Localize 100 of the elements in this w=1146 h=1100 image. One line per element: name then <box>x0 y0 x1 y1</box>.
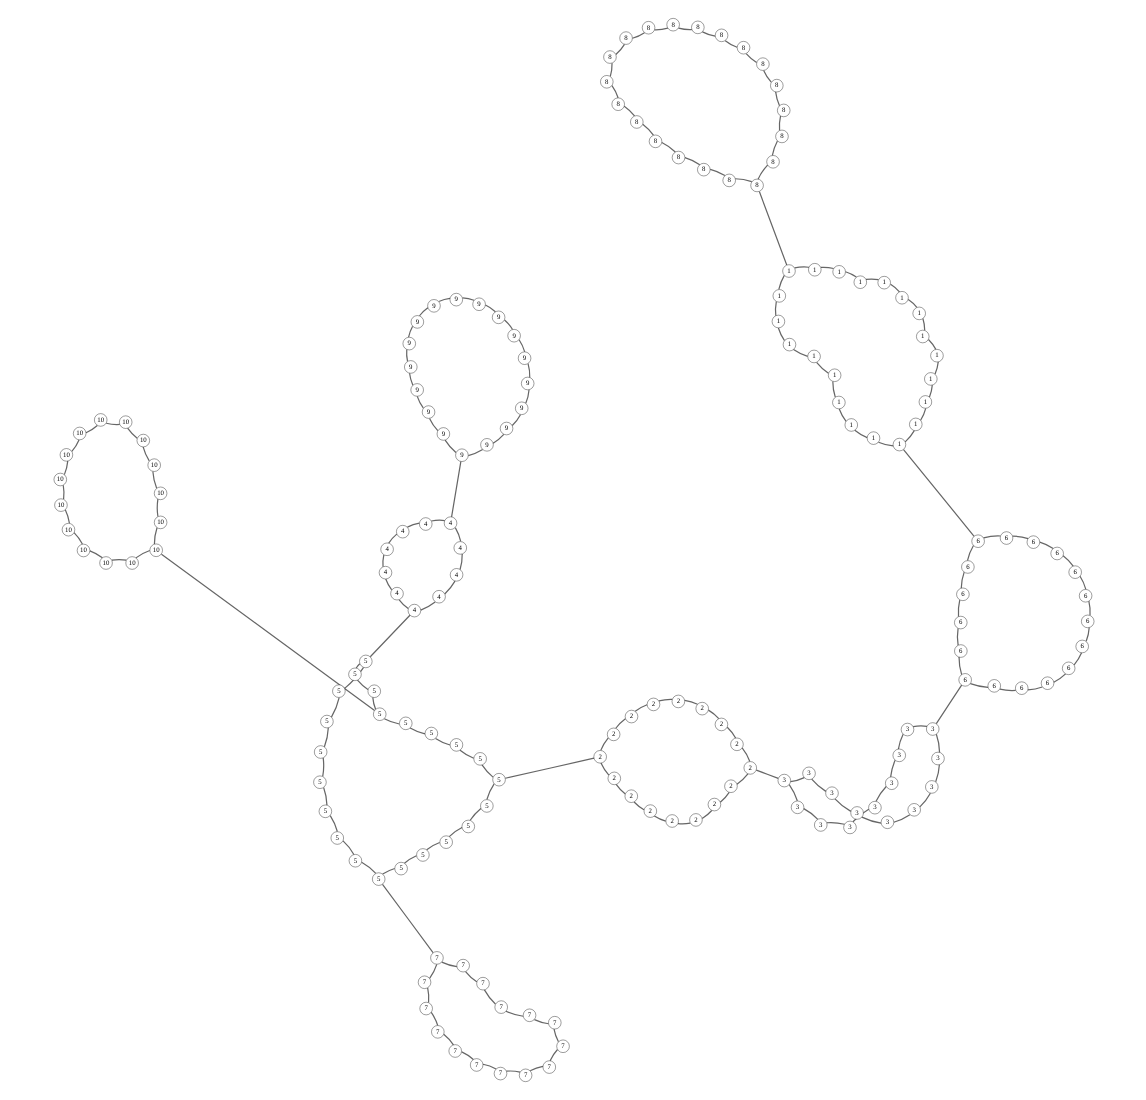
connector <box>408 727 425 735</box>
connector <box>481 1063 496 1070</box>
connector <box>683 699 698 705</box>
connector <box>417 307 428 317</box>
connector <box>384 578 392 591</box>
connector <box>328 815 337 833</box>
connector <box>447 826 462 838</box>
connector <box>1026 686 1042 691</box>
connector <box>810 778 826 792</box>
connector <box>959 571 964 589</box>
connector <box>708 168 725 177</box>
connector <box>61 484 64 500</box>
connector <box>762 69 771 83</box>
connector <box>968 683 988 688</box>
connector <box>630 32 645 39</box>
connector <box>503 757 594 779</box>
connector <box>788 777 804 783</box>
connector <box>802 808 818 820</box>
connector <box>652 815 666 822</box>
connector <box>876 441 893 447</box>
connector <box>532 1019 549 1025</box>
connector <box>482 989 495 1005</box>
connector <box>468 807 481 821</box>
connector <box>360 861 376 874</box>
connector <box>425 841 440 851</box>
connector <box>754 769 778 779</box>
connector <box>683 157 700 166</box>
connector <box>504 1010 523 1017</box>
connector <box>491 433 504 444</box>
connector <box>965 544 974 562</box>
connector <box>548 1048 558 1062</box>
connector <box>956 599 960 618</box>
connector <box>599 737 608 751</box>
connector <box>723 40 737 48</box>
connector <box>792 266 809 269</box>
connector <box>725 726 736 739</box>
connector <box>84 424 97 434</box>
connector <box>733 178 752 183</box>
connector <box>776 327 785 342</box>
connector <box>610 85 618 99</box>
connector <box>981 535 1001 539</box>
connector <box>72 532 82 545</box>
connector <box>1011 535 1028 540</box>
connector <box>453 527 461 542</box>
connector <box>458 749 474 759</box>
connector <box>889 759 895 778</box>
connector <box>614 718 625 729</box>
connector <box>524 389 529 404</box>
connector <box>429 1011 438 1027</box>
connector <box>926 338 936 350</box>
connector <box>466 448 483 457</box>
connector <box>70 439 79 453</box>
connector <box>427 417 438 432</box>
connector <box>1078 575 1086 591</box>
connector <box>322 727 328 748</box>
connector <box>700 31 715 37</box>
connector <box>918 792 930 808</box>
connector <box>458 553 462 571</box>
connector <box>463 970 477 983</box>
connector <box>443 580 455 595</box>
connector <box>831 380 835 398</box>
connector <box>851 808 869 823</box>
connector <box>382 718 399 725</box>
connector <box>485 783 494 801</box>
connector <box>461 297 474 301</box>
connector <box>159 553 375 712</box>
connector <box>906 298 917 308</box>
connector <box>510 414 521 427</box>
connector <box>833 798 851 812</box>
connector <box>896 733 903 750</box>
connector <box>825 822 845 825</box>
connector <box>843 271 856 278</box>
connector <box>933 361 938 375</box>
connector <box>934 684 962 725</box>
connector <box>660 141 675 153</box>
connector <box>864 278 879 281</box>
connector <box>700 809 712 820</box>
connector <box>483 304 495 313</box>
connector <box>387 533 397 544</box>
connector <box>888 283 900 293</box>
connector <box>1072 652 1082 666</box>
connector <box>355 679 368 691</box>
connector <box>402 855 417 864</box>
connector <box>354 663 360 669</box>
connector <box>460 1051 473 1061</box>
connector <box>874 785 886 802</box>
connector <box>415 395 423 409</box>
connector <box>955 627 958 646</box>
connector <box>126 427 137 439</box>
connector <box>343 666 364 689</box>
connector <box>1087 600 1090 616</box>
connector <box>341 840 354 856</box>
connector <box>641 123 653 136</box>
connector <box>757 190 787 266</box>
connector <box>892 814 910 823</box>
connector <box>321 757 324 778</box>
connector <box>740 747 750 763</box>
connector <box>381 554 384 568</box>
connector <box>911 725 927 728</box>
connector <box>633 704 647 712</box>
